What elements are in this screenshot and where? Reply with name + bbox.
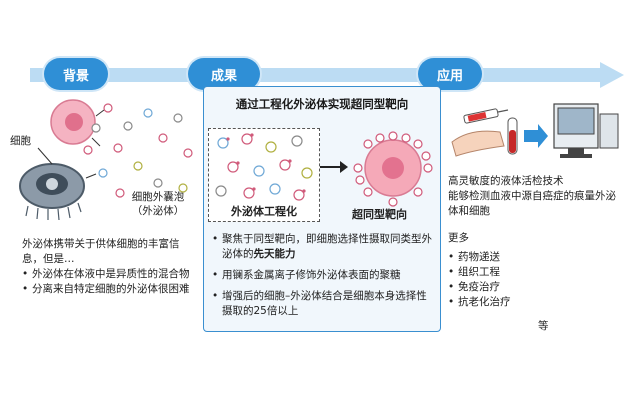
flow-arrow	[30, 62, 624, 88]
result-points: 聚焦于同型靶向，即细胞选择性摄取同类型外泌体的先天能力 用镧系金属离子修饰外泌体…	[212, 232, 436, 319]
vesicle-label: 细胞外囊泡 （外泌体）	[118, 190, 198, 218]
application-items: 药物递送 组织工程 免疫治疗 抗老化治疗	[448, 250, 622, 310]
result-title: 通过工程化外泌体实现超同型靶向	[235, 97, 409, 111]
target-cell-illustration	[353, 131, 433, 207]
target-label: 超同型靶向	[352, 208, 407, 221]
application-more: 更多	[448, 232, 469, 244]
application-etc: 等	[538, 320, 549, 332]
engineering-box: 外泌体工程化	[208, 128, 320, 222]
background-intro: 外泌体携带关于供体细胞的丰富信息，但是…	[22, 238, 180, 265]
result-point-text: 增强后的细胞–外泌体结合是细胞本身选择性摄取的25倍以上	[222, 290, 427, 317]
background-points: 外泌体在体液中是异质性的混合物 分离来自特定细胞的外泌体很困难	[22, 267, 197, 297]
step-result: 成果	[188, 58, 260, 90]
result-point-text: 用镧系金属离子修饰外泌体表面的聚糖	[222, 269, 401, 281]
background-illustration	[19, 99, 193, 221]
result-point: 增强后的细胞–外泌体结合是细胞本身选择性摄取的25倍以上	[212, 289, 436, 319]
vesicle-label-line2: （外泌体）	[131, 205, 185, 217]
result-point: 用镧系金属离子修饰外泌体表面的聚糖	[212, 268, 436, 283]
result-point-text: 聚焦于同型靶向，即细胞选择性摄取同类型外泌体的	[222, 233, 432, 260]
background-point: 外泌体在体液中是异质性的混合物	[22, 267, 197, 282]
vesicle-label-line1: 细胞外囊泡	[131, 191, 185, 203]
result-text: 聚焦于同型靶向，即细胞选择性摄取同类型外泌体的先天能力 用镧系金属离子修饰外泌体…	[212, 232, 436, 325]
cell-label: 细胞	[10, 135, 31, 147]
background-text: 外泌体携带关于供体细胞的丰富信息，但是… 外泌体在体液中是异质性的混合物 分离来…	[22, 237, 197, 297]
result-point: 聚焦于同型靶向，即细胞选择性摄取同类型外泌体的先天能力	[212, 232, 436, 262]
application-heading1: 高灵敏度的液体活检技术	[448, 175, 564, 187]
application-item: 抗老化治疗	[448, 295, 622, 310]
step-application: 应用	[418, 58, 482, 90]
result-point-bold: 先天能力	[253, 248, 296, 260]
application-item: 免疫治疗	[448, 280, 622, 295]
application-illustration	[451, 103, 619, 158]
arrow-icon	[320, 161, 348, 173]
engineering-label: 外泌体工程化	[231, 205, 297, 218]
background-point: 分离来自特定细胞的外泌体很困难	[22, 282, 197, 297]
application-item: 组织工程	[448, 265, 622, 280]
application-item: 药物递送	[448, 250, 622, 265]
application-text: 高灵敏度的液体活检技术 能够检测血液中源自癌症的痕量外泌体和细胞 更多 药物递送…	[448, 174, 622, 310]
step-background: 背景	[44, 58, 108, 90]
application-heading2: 能够检测血液中源自癌症的痕量外泌体和细胞	[448, 190, 616, 217]
engineered-exosomes-illustration	[215, 133, 313, 201]
